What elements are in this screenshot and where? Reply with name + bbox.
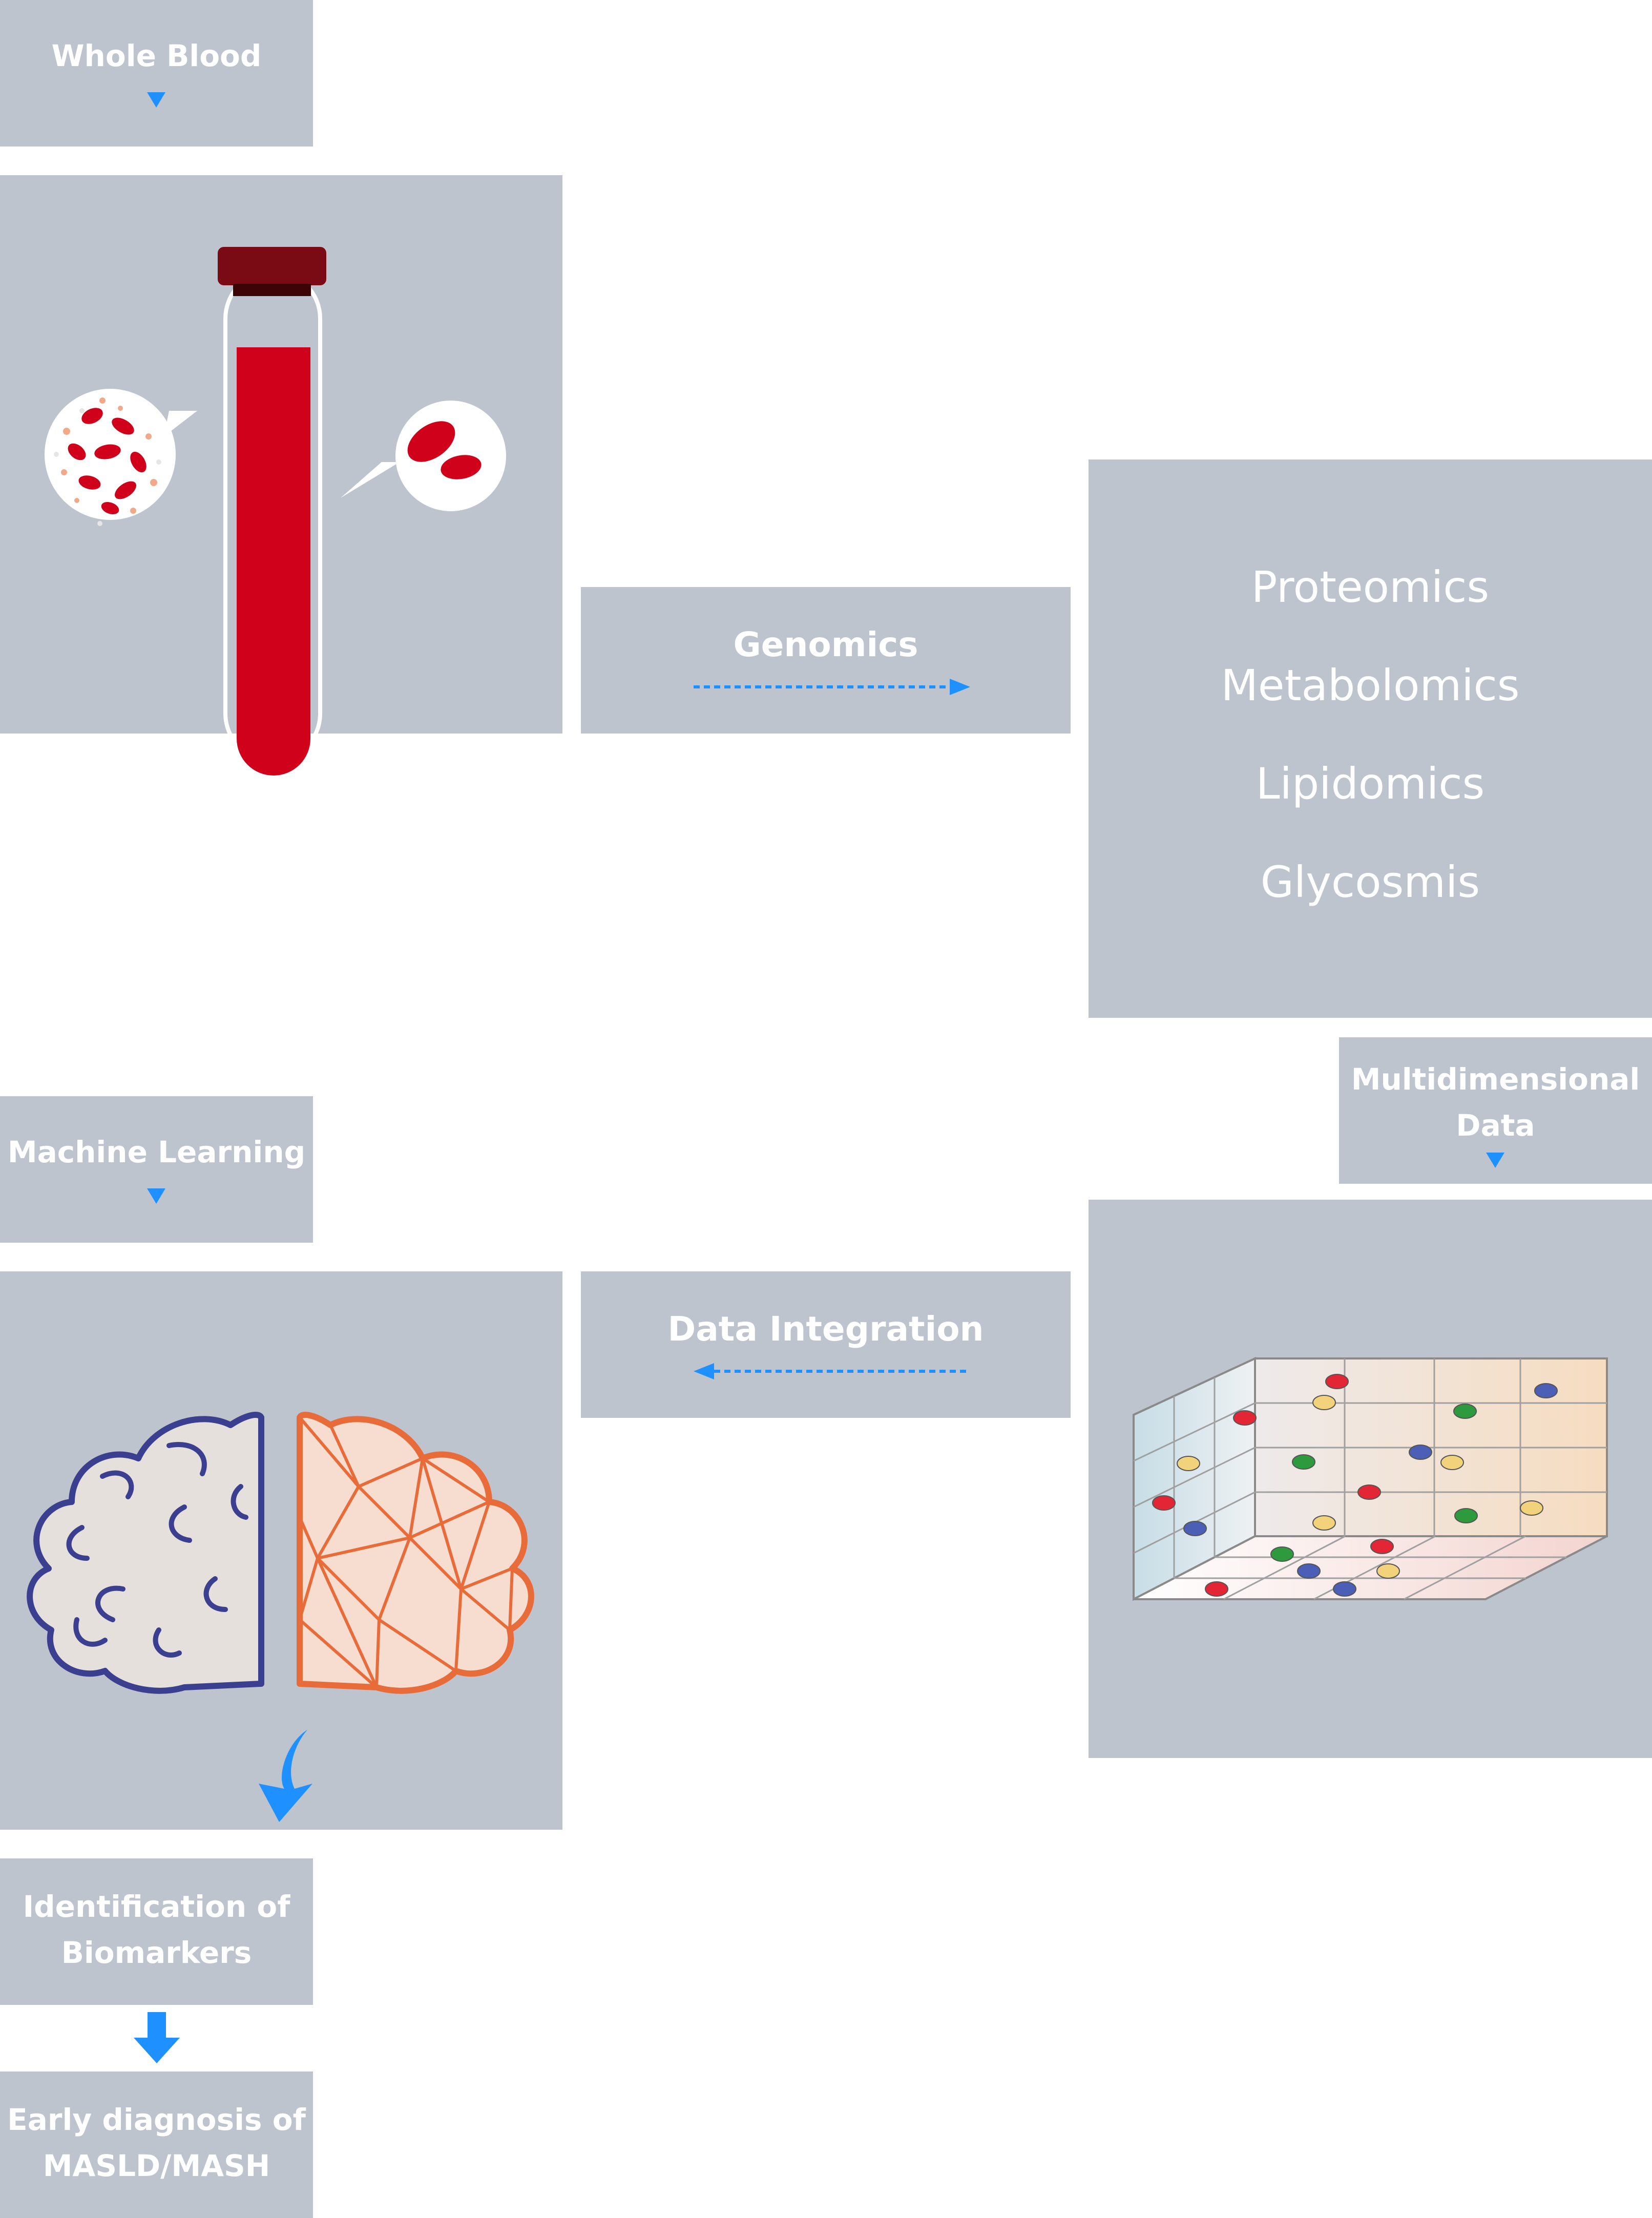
biomarkers-label-line2: Biomarkers [61, 1935, 252, 1970]
omics-panel: Proteomics Metabolomics Lipidomics Glyco… [1089, 459, 1652, 1018]
blood-tube-illustration [45, 247, 506, 776]
whole-blood-label-box: Whole Blood [0, 0, 313, 147]
genomics-box: Genomics [581, 587, 1071, 734]
down-arrow-icon [134, 2012, 180, 2063]
down-arrow-icon [147, 1188, 165, 1204]
dashed-right-arrow-icon [694, 679, 970, 695]
genomics-label: Genomics [733, 625, 918, 664]
diagnosis-label-line1: Early diagnosis of [7, 2102, 306, 2137]
omics-item: Metabolomics [1221, 660, 1520, 710]
data-integration-box: Data Integration [581, 1271, 1071, 1418]
data-integration-label: Data Integration [667, 1309, 984, 1349]
down-arrow-icon [1486, 1153, 1504, 1168]
multidimensional-label-line1: Multidimensional [1351, 1062, 1640, 1097]
dashed-left-arrow-icon [694, 1363, 970, 1379]
blood-sample-panel [0, 175, 562, 776]
multidimensional-data-panel [1089, 1200, 1652, 1758]
diagnosis-label-line2: MASLD/MASH [43, 2148, 270, 2183]
multidimensional-label-line2: Data [1456, 1108, 1535, 1143]
3d-scatter-illustration [1133, 1356, 1608, 1601]
biomarkers-label-line1: Identification of [23, 1889, 290, 1924]
multidimensional-label-box: Multidimensional Data [1339, 1037, 1652, 1184]
whole-blood-label: Whole Blood [51, 38, 262, 73]
omics-item: Lipidomics [1256, 759, 1485, 809]
machine-learning-label-box: Machine Learning [0, 1096, 313, 1243]
brain-illustration [27, 1412, 534, 1822]
machine-learning-panel [0, 1271, 562, 1830]
biomarkers-box: Identification of Biomarkers [0, 1858, 313, 2005]
omics-item: Glycosmis [1260, 857, 1480, 907]
machine-learning-label: Machine Learning [7, 1135, 306, 1169]
diagnosis-box: Early diagnosis of MASLD/MASH [0, 2071, 313, 2218]
down-arrow-icon [147, 92, 165, 108]
omics-item: Proteomics [1251, 562, 1490, 612]
